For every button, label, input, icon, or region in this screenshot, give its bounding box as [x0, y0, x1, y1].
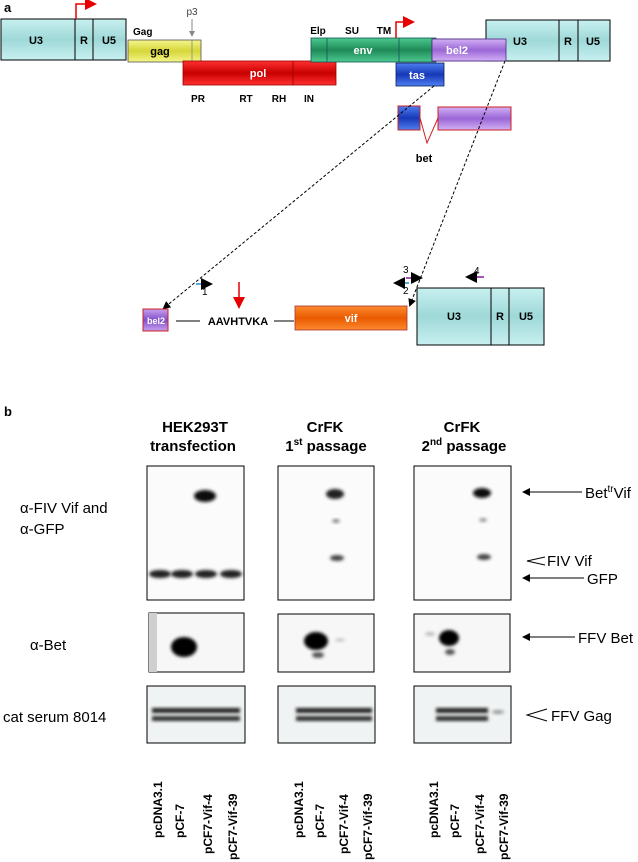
- lane-label: pCF7-Vif-39: [497, 793, 511, 860]
- vif-label: vif: [345, 313, 358, 325]
- construct-bel2: bel2: [142, 308, 169, 332]
- bet-tr-vif-sup: tr: [608, 484, 615, 495]
- ltr-bottom-u3: U3: [447, 311, 461, 323]
- lane-label: pcDNA3.1: [151, 781, 165, 838]
- col2-header-rest: passage: [303, 438, 367, 455]
- pol-domain-in: IN: [304, 94, 314, 105]
- ltr-bottom: U3 R U5: [416, 287, 545, 346]
- primer-2-label: 2: [403, 286, 409, 297]
- ffv-gag-bracket: [525, 708, 548, 722]
- row2-label: α-Bet: [30, 637, 67, 654]
- pol-gene: pol: [182, 60, 337, 86]
- ltr-right-u5: U5: [586, 36, 600, 48]
- fiv-vif-label: FIV Vif: [547, 553, 593, 570]
- pol-label: pol: [250, 68, 267, 80]
- blot-row3-col2: [277, 685, 376, 744]
- lane-label: pCF7-Vif-4: [337, 794, 351, 854]
- primer-4-label: 4: [474, 266, 480, 277]
- blot-row3-col3: [413, 685, 512, 744]
- bet-tr-vif-a: Bet: [585, 485, 608, 502]
- ffv-gag-label: FFV Gag: [551, 708, 612, 725]
- ltr-left: U3 R U5: [0, 18, 127, 61]
- row3-label: cat serum 8014: [3, 709, 106, 726]
- construct-vif: vif: [294, 305, 408, 331]
- blot-row3-col1: [146, 685, 246, 744]
- gag-gene: gag: [127, 39, 202, 63]
- primer-1-label: 1: [202, 287, 208, 298]
- col3-header-rest: passage: [442, 438, 506, 455]
- env-su-label: SU: [345, 26, 359, 37]
- bet-label: bet: [416, 153, 433, 165]
- col2-header-line1: CrFK: [307, 419, 344, 436]
- col3-header-line1: CrFK: [444, 419, 481, 436]
- p3-label: p3: [186, 7, 198, 18]
- bet-tr-vif-label: BettrVif: [585, 484, 632, 502]
- linker-label: AAVHTVKA: [208, 316, 268, 328]
- blot-row1-col3: [413, 465, 512, 601]
- row1-label-line2: α-GFP: [20, 521, 65, 538]
- gfp-label: GFP: [587, 571, 618, 588]
- col1-header-line2: transfection: [150, 438, 236, 455]
- env-tm-label: TM: [377, 26, 391, 37]
- bet-spliced: bet: [397, 105, 512, 165]
- col3-header-sup: nd: [430, 437, 442, 448]
- dashed-connector-left: [162, 85, 435, 310]
- construct-bel2-label: bel2: [147, 316, 165, 326]
- blot-row2-col2: [277, 613, 375, 673]
- promoter-arrow-left: [75, 0, 97, 19]
- env-elp-label: Elp: [310, 26, 326, 37]
- ltr-right: U3 R U5: [485, 19, 611, 62]
- lane-label: pCF7-Vif-4: [201, 794, 215, 854]
- bet-tr-vif-b: Vif: [614, 485, 632, 502]
- lane-label: pCF-7: [448, 804, 462, 838]
- ltr-right-r: R: [564, 36, 572, 48]
- col3-header-num: 2: [422, 438, 430, 455]
- primer-3-label: 3: [403, 265, 409, 276]
- pol-domain-rt: RT: [239, 94, 252, 105]
- ltr-left-u3: U3: [29, 35, 43, 47]
- col2-header-num: 1: [285, 438, 293, 455]
- pol-domain-rh: RH: [272, 94, 286, 105]
- env-gene: env: [310, 37, 437, 63]
- lane-label: pCF7-Vif-4: [473, 794, 487, 854]
- ltr-left-r: R: [80, 35, 88, 47]
- blot-row2-col1: [148, 612, 245, 673]
- lane-labels-col1: pcDNA3.1 pCF-7 pCF7-Vif-4 pCF7-Vif-39: [151, 781, 240, 860]
- panel-a-label: a: [4, 0, 12, 15]
- promoter-arrow-env: [395, 16, 415, 38]
- bel2-label-front: bel2: [446, 45, 468, 57]
- lane-labels-col3: pcDNA3.1 pCF-7 pCF7-Vif-4 pCF7-Vif-39: [427, 781, 511, 860]
- lane-label: pCF7-Vif-39: [361, 793, 375, 860]
- tas-label: tas: [409, 70, 425, 82]
- ltr-right-u3: U3: [513, 36, 527, 48]
- ltr-bottom-u5: U5: [519, 311, 533, 323]
- env-label: env: [354, 45, 374, 57]
- blot-row1-col1: [146, 465, 245, 601]
- tas-gene: tas: [395, 62, 445, 87]
- ltr-left-u5: U5: [102, 35, 116, 47]
- dashed-connector-right: [408, 60, 506, 307]
- lane-label: pcDNA3.1: [292, 781, 306, 838]
- ffv-bet-label: FFV Bet: [578, 630, 634, 647]
- lane-label: pcDNA3.1: [427, 781, 441, 838]
- gag-title: Gag: [133, 27, 152, 38]
- col1-header-line1: HEK293T: [162, 419, 228, 436]
- fiv-vif-bracket: [526, 556, 546, 566]
- col2-header-line2: 1st passage: [285, 437, 366, 455]
- row1-label-line1: α-FIV Vif and: [20, 500, 108, 517]
- lane-label: pCF-7: [173, 804, 187, 838]
- blot-row1-col2: [277, 465, 375, 601]
- panel-b-label: b: [4, 404, 12, 419]
- gag-label: gag: [150, 46, 170, 58]
- lane-label: pCF-7: [313, 804, 327, 838]
- ltr-bottom-r: R: [496, 311, 504, 323]
- col3-header-line2: 2nd passage: [422, 437, 507, 455]
- col2-header-sup: st: [294, 437, 304, 448]
- blot-row2-col3: [413, 613, 511, 673]
- lane-label: pCF7-Vif-39: [226, 793, 240, 860]
- pol-domain-pr: PR: [191, 94, 206, 105]
- lane-labels-col2: pcDNA3.1 pCF-7 pCF7-Vif-4 pCF7-Vif-39: [292, 781, 375, 860]
